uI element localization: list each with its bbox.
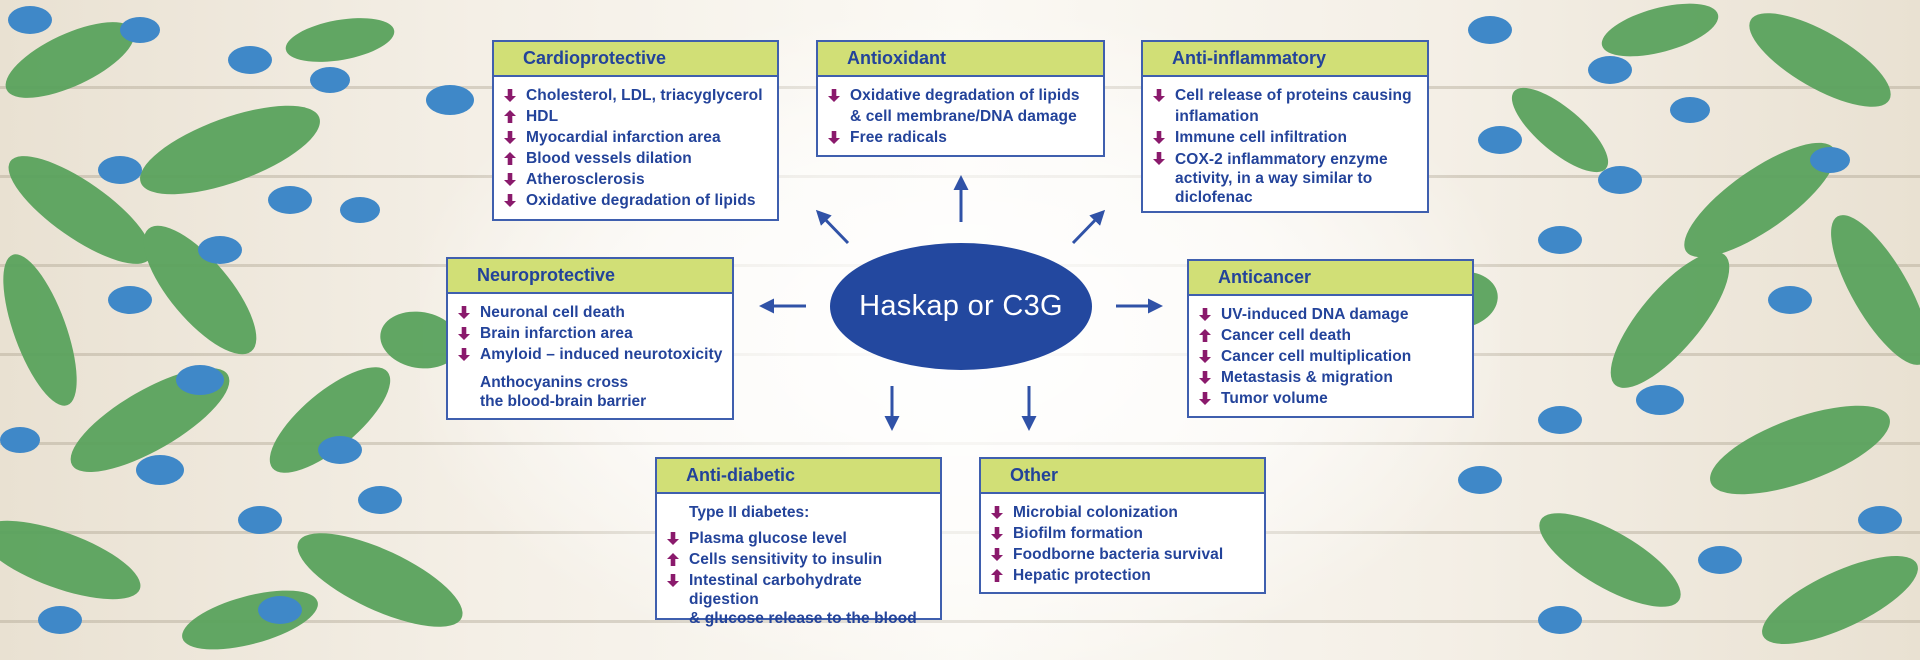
- list-item: Amyloid – induced neurotoxicity: [456, 344, 724, 365]
- box-title: Cardioprotective: [494, 42, 777, 77]
- box-anti-inflammatory: Anti-inflammatory Cell release of protei…: [1141, 40, 1429, 213]
- list-item: Myocardial infarction area: [502, 127, 769, 148]
- arrow-up-icon: [504, 152, 516, 165]
- arrow-down-icon: [458, 327, 470, 340]
- arrow-down-icon: [1153, 89, 1165, 102]
- arrow-down-icon: [828, 131, 840, 144]
- list-item: Brain infarction area: [456, 323, 724, 344]
- box-note: Anthocyanins cross the blood-brain barri…: [480, 374, 647, 410]
- arrow-down-icon: [667, 574, 679, 587]
- list-item: Tumor volume: [1197, 388, 1464, 409]
- box-title: Antioxidant: [818, 42, 1103, 77]
- list-item: Oxidative degradation of lipids& cell me…: [826, 85, 1095, 127]
- arrow-down-icon: [1199, 371, 1211, 384]
- box-other: Other Microbial colonization Biofilm for…: [979, 457, 1266, 594]
- box-title: Other: [981, 459, 1264, 494]
- box-title: Anti-inflammatory: [1143, 42, 1427, 77]
- item-list: Neuronal cell death Brain infarction are…: [448, 294, 732, 367]
- list-item: Microbial colonization: [989, 502, 1256, 523]
- list-item: Cholesterol, LDL, triacygIycerol: [502, 85, 769, 106]
- center-label: Haskap or C3G: [859, 290, 1063, 322]
- box-note: Type II diabetes:: [689, 504, 810, 521]
- arrow-down-icon: [1199, 392, 1211, 405]
- list-item: UV-induced DNA damage: [1197, 304, 1464, 325]
- arrow-down-icon: [828, 89, 840, 102]
- arrow-down-icon: [1153, 152, 1165, 165]
- list-item: Free radicals: [826, 127, 1095, 148]
- box-anticancer: Anticancer UV-induced DNA damage Cancer …: [1187, 259, 1474, 418]
- foliage-left: [0, 6, 474, 650]
- arrow-down-icon: [504, 131, 516, 144]
- list-item: Cancer cell death: [1197, 325, 1464, 346]
- foliage-right: [1422, 3, 1920, 644]
- list-item: Blood vessels dilation: [502, 148, 769, 169]
- box-anti-diabetic: Anti-diabetic Type II diabetes: Plasma g…: [655, 457, 942, 627]
- arrow-to-cardioprotective: [815, 209, 850, 245]
- arrow-up-icon: [667, 553, 679, 566]
- item-list: UV-induced DNA damage Cancer cell death …: [1189, 296, 1472, 415]
- box-cardioprotective: Cardioprotective Cholesterol, LDL, triac…: [492, 40, 779, 221]
- list-item: Neuronal cell death: [456, 302, 724, 323]
- list-item: Atherosclerosis: [502, 169, 769, 190]
- arrow-down-icon: [458, 306, 470, 319]
- item-list: Plasma glucose level Cells sensitivity t…: [657, 522, 940, 634]
- list-item: Metastasis & migration: [1197, 367, 1464, 388]
- arrow-down-icon: [504, 194, 516, 207]
- list-item: Cancer cell multiplication: [1197, 346, 1464, 367]
- arrow-up-icon: [504, 110, 516, 123]
- center-node: Haskap or C3G: [830, 243, 1092, 370]
- box-antioxidant: Antioxidant Oxidative degradation of lip…: [816, 40, 1105, 157]
- arrow-to-anti-inflammatory: [1071, 209, 1106, 245]
- box-title: Anti-diabetic: [657, 459, 940, 494]
- list-item: Cells sensitivity to insulin: [665, 549, 932, 570]
- list-item: Intestinal carbohydrate digestion& gluco…: [665, 570, 932, 628]
- arrow-down-icon: [1199, 350, 1211, 363]
- list-item: Foodborne bacteria survival: [989, 544, 1256, 565]
- list-item: Hepatic protection: [989, 565, 1256, 586]
- list-item: Biofilm formation: [989, 523, 1256, 544]
- arrow-down-icon: [504, 89, 516, 102]
- arrow-up-icon: [1199, 329, 1211, 342]
- list-item: Plasma glucose level: [665, 528, 932, 549]
- arrow-down-icon: [504, 173, 516, 186]
- arrow-down-icon: [458, 348, 470, 361]
- list-item: HDL: [502, 106, 769, 127]
- item-list: Oxidative degradation of lipids& cell me…: [818, 77, 1103, 154]
- item-list: Cholesterol, LDL, triacygIycerol HDL Myo…: [494, 77, 777, 217]
- list-item: Immune cell infiltration: [1151, 127, 1419, 148]
- box-title: Anticancer: [1189, 261, 1472, 296]
- box-neuroprotective: Neuroprotective Neuronal cell death Brai…: [446, 257, 734, 420]
- arrow-down-icon: [991, 548, 1003, 561]
- arrow-down-icon: [1153, 131, 1165, 144]
- box-title: Neuroprotective: [448, 259, 732, 294]
- arrow-down-icon: [667, 532, 679, 545]
- list-item: Oxidative degradation of lipids: [502, 190, 769, 211]
- arrow-up-icon: [991, 569, 1003, 582]
- arrow-down-icon: [991, 527, 1003, 540]
- item-list: Microbial colonization Biofilm formation…: [981, 494, 1264, 592]
- arrow-down-icon: [991, 506, 1003, 519]
- arrow-down-icon: [1199, 308, 1211, 321]
